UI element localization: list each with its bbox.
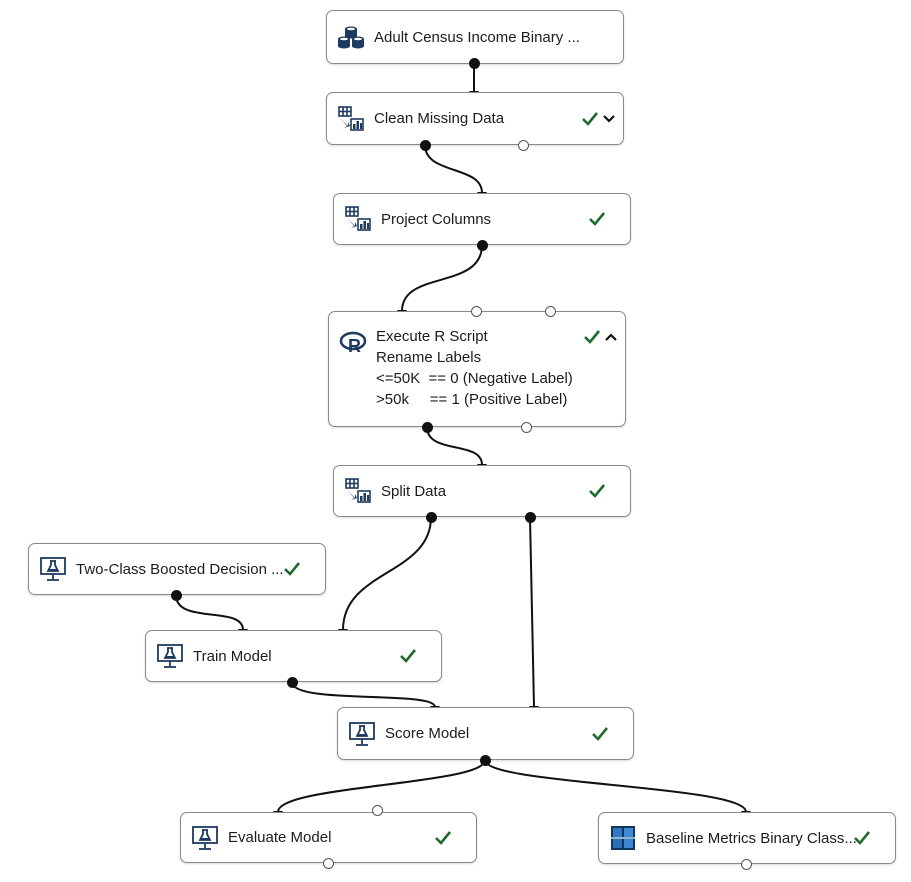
output-port[interactable] — [419, 139, 431, 151]
module-project-columns[interactable]: Project Columns — [333, 193, 631, 245]
module-label: Split Data — [381, 482, 447, 500]
data-transform-icon — [338, 105, 364, 131]
connection-rscript-to-split — [426, 426, 483, 466]
output-port[interactable] — [421, 421, 433, 433]
module-adult-census-income[interactable]: Adult Census Income Binary ... — [326, 10, 624, 64]
connection-train-to-score — [291, 681, 436, 708]
module-clean-missing-data[interactable]: Clean Missing Data — [326, 92, 624, 145]
input-port[interactable] — [470, 305, 482, 317]
module-evaluate-model[interactable]: Evaluate Model — [180, 812, 477, 863]
module-train-model[interactable]: Train Model — [145, 630, 442, 682]
status-indicator — [588, 480, 606, 502]
output-port[interactable] — [740, 858, 752, 870]
module-label: Evaluate Model — [228, 829, 332, 846]
module-label: Clean Missing Data — [374, 110, 505, 127]
module-baseline-metrics[interactable]: Baseline Metrics Binary Class... — [598, 812, 896, 864]
checkmark-icon — [589, 484, 606, 498]
checkmark-icon — [284, 562, 301, 576]
module-execute-r-script[interactable]: R Execute R Script Rename Labels <=50K =… — [328, 311, 626, 427]
connection-split-to-train — [342, 516, 432, 631]
module-label: Project Columns — [381, 210, 492, 228]
checkmark-icon — [854, 831, 871, 845]
module-label: Baseline Metrics Binary Class... — [646, 829, 857, 847]
status-indicator — [399, 645, 417, 667]
chevron-down-icon[interactable] — [602, 112, 616, 126]
status-indicator — [591, 723, 609, 745]
status-indicator — [283, 558, 301, 580]
status-indicator — [853, 827, 871, 849]
module-split-data[interactable]: Split Data — [333, 465, 631, 517]
output-port[interactable] — [468, 57, 480, 69]
output-port[interactable] — [479, 754, 491, 766]
status-indicator — [434, 827, 452, 849]
module-label: Two-Class Boosted Decision ... — [76, 560, 284, 578]
checkmark-icon — [589, 212, 606, 226]
r-language-icon: R — [339, 331, 367, 356]
checkmark-icon — [584, 330, 601, 344]
input-port[interactable] — [544, 305, 556, 317]
ml-model-icon — [349, 721, 375, 746]
output-port[interactable] — [524, 511, 536, 523]
connection-score-to-baseline — [484, 759, 747, 813]
ml-model-icon — [40, 557, 66, 581]
output-port[interactable] — [476, 239, 488, 251]
connection-twoclass-to-train — [175, 594, 244, 631]
dataset-output-icon — [611, 826, 635, 850]
data-transform-icon — [345, 206, 371, 231]
module-label: Execute R Script — [376, 328, 488, 345]
status-indicator — [581, 108, 616, 130]
checkmark-icon — [400, 649, 417, 663]
module-comment-line: <=50K == 0 (Negative Label) — [376, 370, 573, 387]
checkmark-icon — [435, 830, 452, 845]
module-text-block: Execute R Script Rename Labels <=50K == … — [376, 326, 573, 410]
module-label: Train Model — [193, 647, 272, 665]
checkmark-icon — [592, 726, 609, 741]
module-comment-line: >50k == 1 (Positive Label) — [376, 391, 568, 408]
module-label: Adult Census Income Binary ... — [374, 28, 580, 46]
module-two-class-boosted-decision-tree[interactable]: Two-Class Boosted Decision ... — [28, 543, 326, 595]
ml-model-icon — [192, 825, 218, 850]
status-indicator — [588, 208, 606, 230]
ml-model-icon — [157, 644, 183, 668]
module-comment-line: Rename Labels — [376, 349, 482, 366]
connection-score-to-evaluate — [277, 759, 486, 813]
output-port[interactable] — [286, 676, 298, 688]
output-port[interactable] — [517, 139, 529, 151]
connection-clean-to-project — [424, 144, 483, 194]
output-port[interactable] — [322, 857, 334, 869]
input-port[interactable] — [371, 804, 383, 816]
output-port[interactable] — [170, 589, 182, 601]
checkmark-icon — [582, 111, 599, 126]
module-score-model[interactable]: Score Model — [337, 707, 634, 760]
chevron-up-icon[interactable] — [604, 330, 618, 344]
svg-text:R: R — [348, 336, 361, 356]
dataset-icon — [338, 26, 364, 49]
connection-split-to-score — [529, 516, 535, 708]
connection-project-to-rscript — [401, 244, 483, 312]
module-label: Score Model — [385, 725, 470, 742]
output-port[interactable] — [520, 421, 532, 433]
status-indicator — [583, 326, 618, 348]
output-port[interactable] — [425, 511, 437, 523]
data-transform-icon — [345, 478, 371, 503]
